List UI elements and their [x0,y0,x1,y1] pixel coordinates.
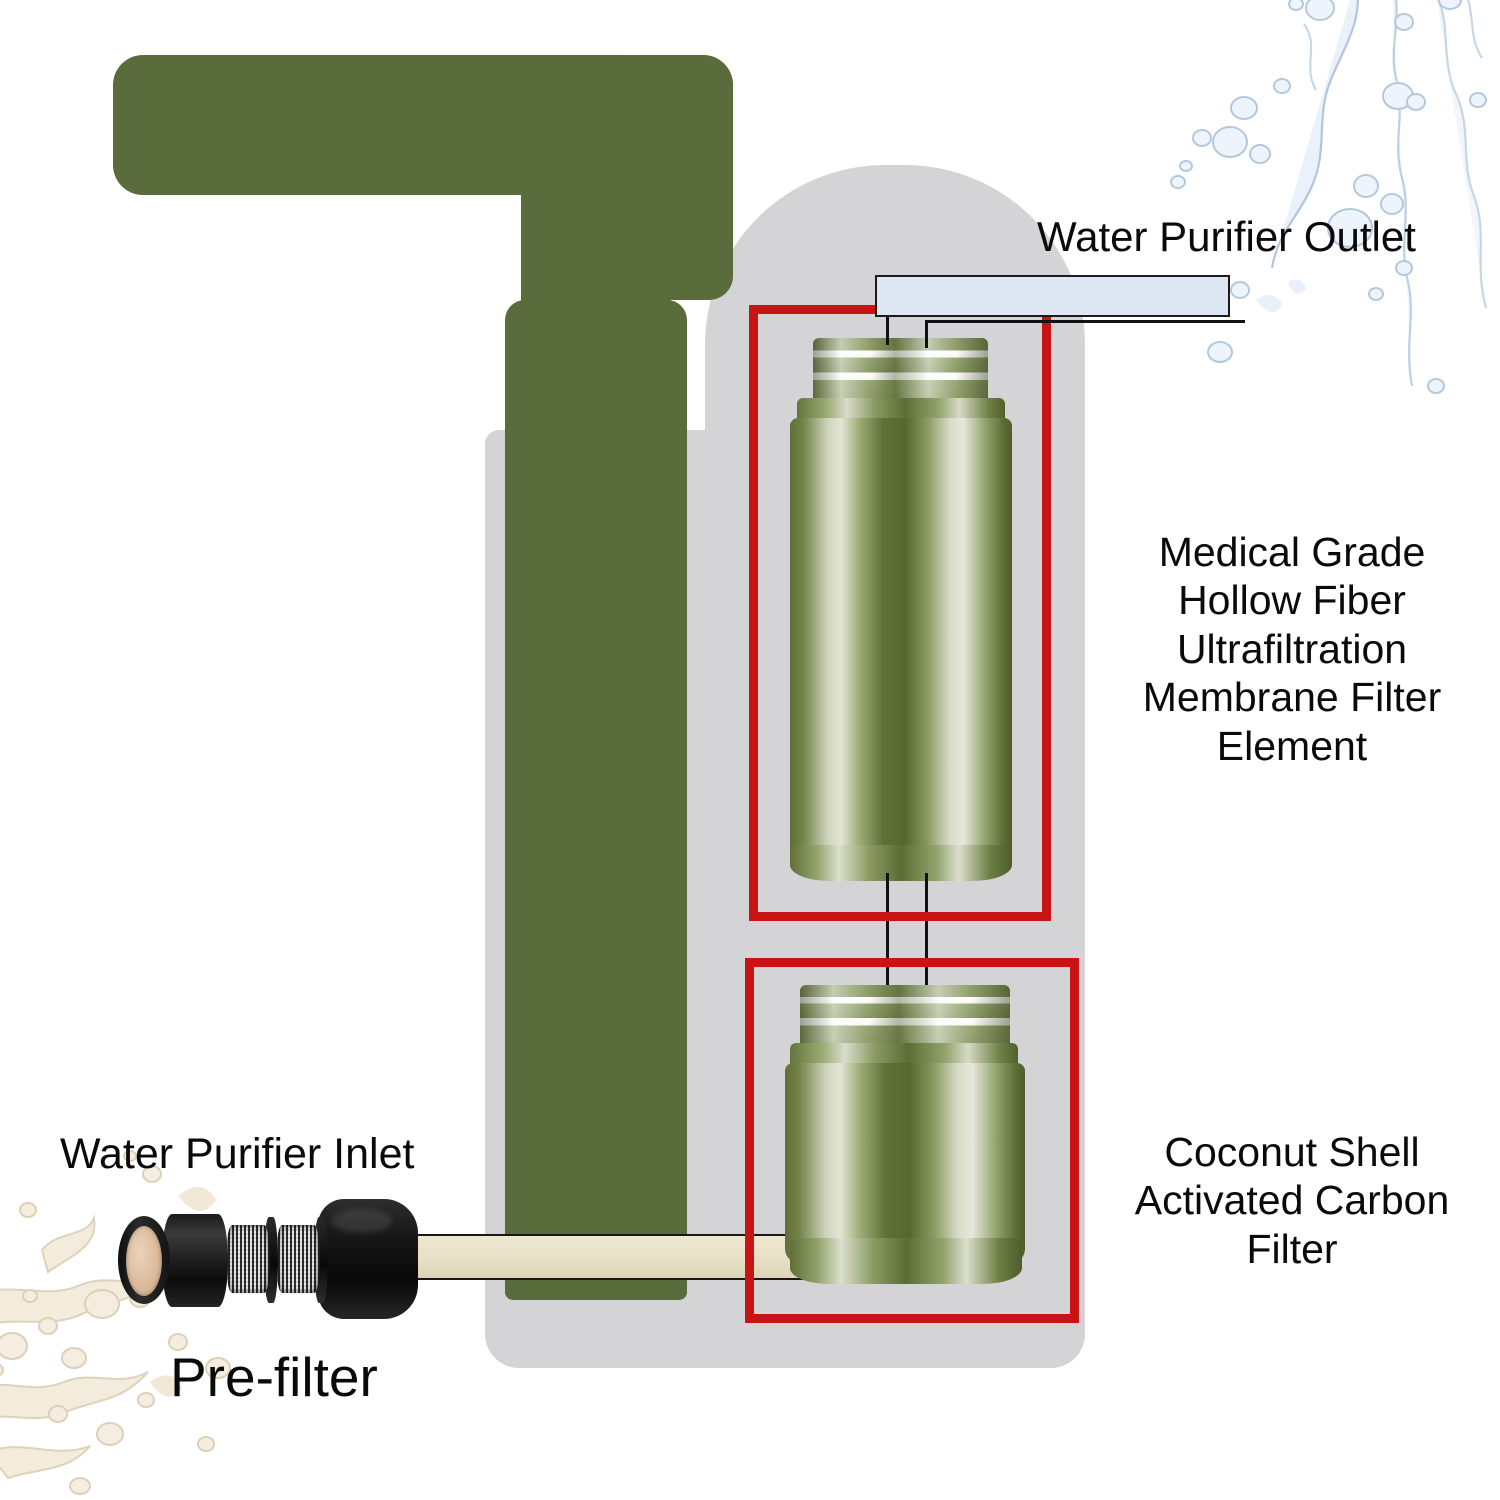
prefilter-assembly [118,1195,418,1325]
membrane-cartridge-base [790,845,1012,881]
outlet-leader-vertical-right [925,320,928,348]
label-membrane-filter: Medical Grade Hollow Fiber Ultrafiltrati… [1142,529,1442,769]
outlet-callout-bar [875,275,1230,317]
pump-handle-stem [505,300,687,1300]
carbon-cartridge-body [785,1063,1025,1263]
prefilter-mesh-screen-right [276,1225,320,1293]
prefilter-mesh-screen-left [226,1225,270,1293]
membrane-cartridge-body [790,418,1012,873]
prefilter-body-block [318,1199,418,1319]
highlight-box-membrane [749,305,1051,921]
label-water-purifier-outlet: Water Purifier Outlet [1037,213,1416,260]
highlight-box-carbon [745,958,1079,1323]
prefilter-barrel [162,1214,228,1307]
label-carbon-filter: Coconut Shell Activated Carbon Filter [1134,1129,1450,1272]
internal-pipe-right [925,873,928,991]
internal-pipe-left [886,873,889,991]
inlet-tube [398,1234,843,1280]
water-splash-decoration [1160,0,1500,420]
outlet-leader-vertical-left [886,300,889,345]
prefilter-cap-face [126,1226,162,1296]
outlet-leader-horizontal [925,320,1245,323]
label-water-purifier-inlet: Water Purifier Inlet [60,1130,415,1178]
prefilter-highlight [332,1209,392,1233]
carbon-cartridge-base [790,1238,1022,1284]
label-prefilter: Pre-filter [170,1346,378,1408]
